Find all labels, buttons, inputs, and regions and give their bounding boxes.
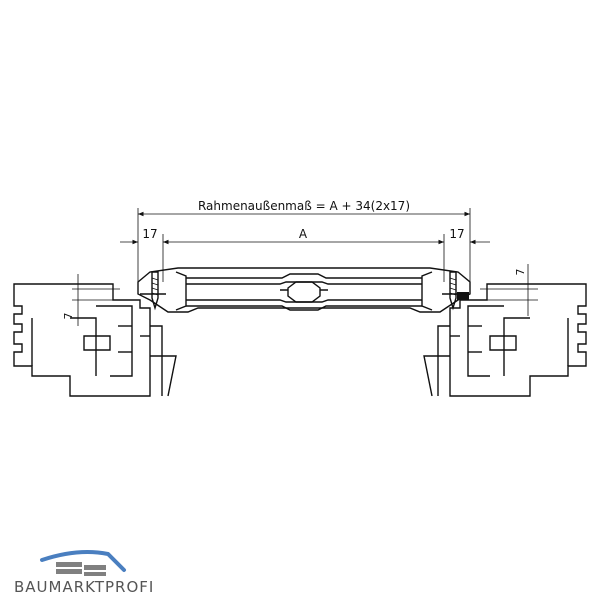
left-screw-icon	[140, 271, 166, 311]
dimension-right-7: 7	[480, 264, 538, 316]
right-offset-label: 17	[449, 227, 464, 241]
right-height-label: 7	[514, 269, 527, 276]
dimension-overall: Rahmenaußenmaß = A + 34(2x17)	[137, 199, 471, 282]
overall-dimension-label: Rahmenaußenmaß = A + 34(2x17)	[198, 199, 410, 213]
brand-name: BAUMARKTPROFI	[14, 578, 155, 596]
right-wall-panel	[423, 283, 587, 397]
frame-profile	[137, 267, 471, 313]
left-height-label: 7	[62, 313, 75, 320]
left-wall-panel	[13, 283, 177, 397]
dimension-left-17: 17	[120, 227, 158, 245]
baumarktprofi-logo-icon	[40, 550, 126, 576]
dimension-a: A	[162, 227, 445, 282]
dimension-right-17: 17	[449, 227, 490, 245]
a-dimension-label: A	[299, 227, 308, 241]
right-screw-icon	[442, 271, 469, 311]
left-offset-label: 17	[142, 227, 157, 241]
